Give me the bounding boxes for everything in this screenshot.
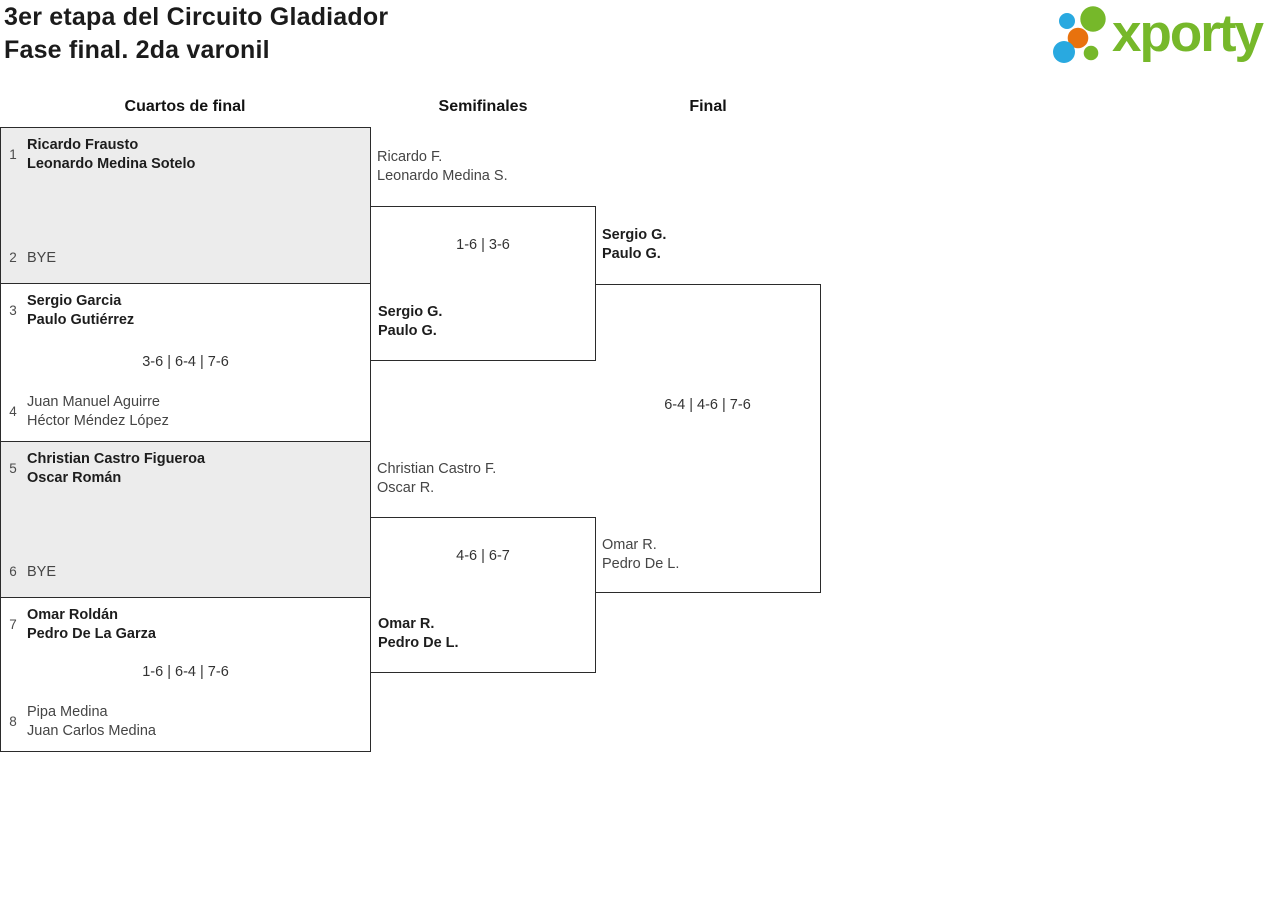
semifinal-1-top-participant: Ricardo F. Leonardo Medina S. — [377, 149, 508, 184]
match-quarterfinal-4: 7 Omar Roldán Pedro De La Garza 1-6 | 6-… — [0, 597, 371, 752]
participant-names: Christian Castro Figueroa Oscar Román — [27, 451, 206, 486]
seed-number: 2 — [9, 250, 17, 266]
match-score: 6-4 | 4-6 | 7-6 — [664, 397, 751, 413]
xporty-logo-text: xporty — [1112, 4, 1264, 63]
match-quarterfinal-2: 3 Sergio Garcia Paulo Gutiérrez 3-6 | 6-… — [0, 283, 371, 442]
seed-number: 5 — [9, 461, 17, 476]
seed-number: 3 — [9, 303, 17, 318]
semifinal-1-bottom-participant: Sergio G. Paulo G. — [378, 304, 443, 339]
seed-number: 7 — [9, 617, 17, 632]
seed-number: 8 — [9, 714, 17, 729]
seed-number: 4 — [9, 404, 17, 419]
match-score: 4-6 | 6-7 — [456, 548, 510, 564]
participant-names: Ricardo Frausto Leonardo Medina Sotelo — [27, 137, 196, 172]
seed-number: 1 — [9, 147, 17, 162]
participant-names: Sergio Garcia Paulo Gutiérrez — [27, 293, 135, 328]
page-title-line2: Fase final. 2da varonil — [4, 36, 270, 64]
participant-slot: 8 Pipa Medina Juan Carlos Medina — [8, 703, 156, 740]
match-quarterfinal-1: 1 Ricardo Frausto Leonardo Medina Sotelo… — [0, 127, 371, 284]
match-semifinal-2: 4-6 | 6-7 Omar R. Pedro De L. — [370, 517, 596, 673]
page-title: 3er etapa del Circuito Gladiador Fase fi… — [4, 1, 388, 67]
participant-names: Pipa Medina Juan Carlos Medina — [27, 704, 156, 739]
round-header-semifinals: Semifinales — [438, 98, 528, 115]
final-top-participant: Sergio G. Paulo G. — [602, 227, 667, 262]
semifinal-2-bottom-participant: Omar R. Pedro De L. — [378, 616, 459, 651]
round-header-final: Final — [689, 98, 727, 115]
participant-names: Omar Roldán Pedro De La Garza — [27, 607, 156, 642]
match-score: 1-6 | 3-6 — [456, 237, 510, 253]
participant-names: Juan Manuel Aguirre Héctor Méndez López — [27, 394, 169, 429]
match-semifinal-1: 1-6 | 3-6 Sergio G. Paulo G. — [370, 206, 596, 361]
participant-slot: 1 Ricardo Frausto Leonardo Medina Sotelo — [8, 136, 195, 173]
match-score: 3-6 | 6-4 | 7-6 — [142, 354, 229, 370]
participant-slot: 5 Christian Castro Figueroa Oscar Román — [8, 450, 205, 487]
round-header-quarterfinals: Cuartos de final — [124, 98, 246, 115]
participant-slot: 3 Sergio Garcia Paulo Gutiérrez — [8, 292, 134, 329]
match-quarterfinal-3: 5 Christian Castro Figueroa Oscar Román … — [0, 441, 371, 598]
final-bottom-participant: Omar R. Pedro De L. — [602, 537, 680, 572]
participant-slot: 2 BYE — [8, 249, 56, 268]
participant-slot: 6 BYE — [8, 563, 56, 582]
participant-slot: 4 Juan Manuel Aguirre Héctor Méndez Lópe… — [8, 393, 169, 430]
seed-number: 6 — [9, 564, 17, 580]
participant-names: BYE — [27, 249, 57, 266]
match-final: 6-4 | 4-6 | 7-6 Omar R. Pedro De L. — [595, 284, 821, 593]
semifinal-2-top-participant: Christian Castro F. Oscar R. — [377, 461, 497, 496]
participant-names: BYE — [27, 563, 57, 580]
xporty-logo: xporty — [1040, 0, 1276, 72]
xporty-logo-dots-icon — [1053, 6, 1106, 63]
participant-slot: 7 Omar Roldán Pedro De La Garza — [8, 606, 156, 643]
match-score: 1-6 | 6-4 | 7-6 — [142, 664, 229, 680]
page-title-line1: 3er etapa del Circuito Gladiador — [4, 3, 389, 31]
